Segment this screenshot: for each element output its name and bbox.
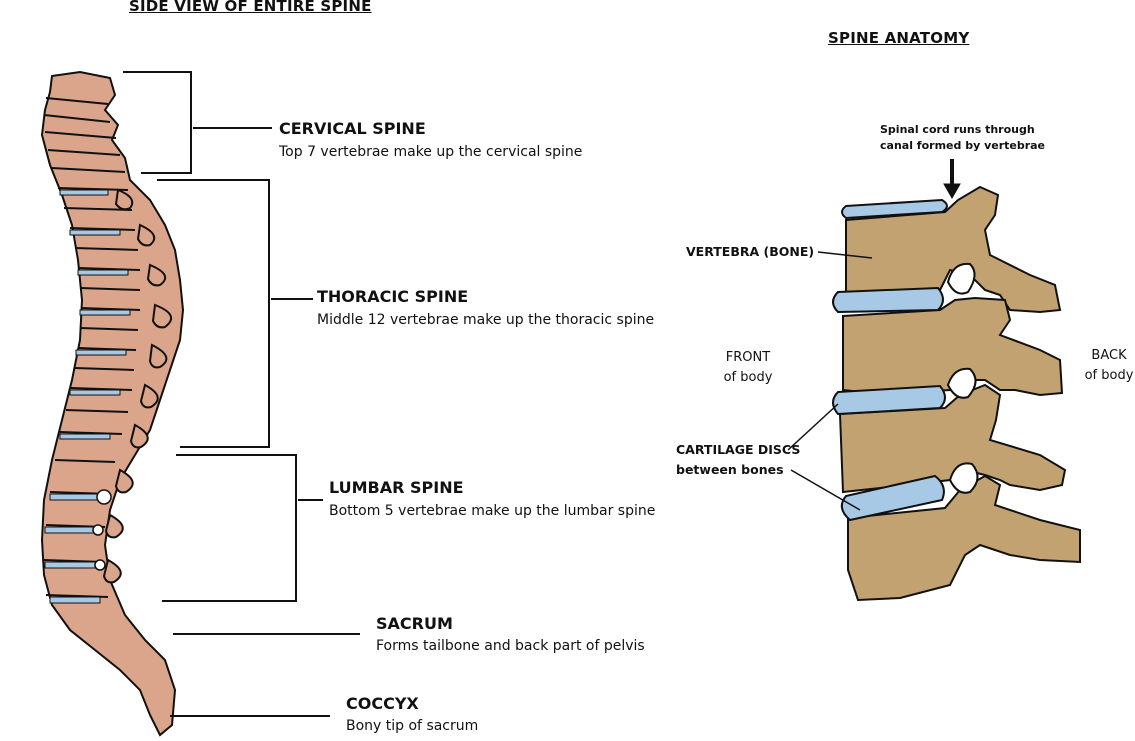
- coccyx-heading: COCCYX: [346, 694, 419, 713]
- cervical-spine-heading: CERVICAL SPINE: [279, 119, 426, 138]
- vertebra-4: [847, 474, 1081, 602]
- spine-anatomy-title: SPINE ANATOMY: [828, 29, 970, 47]
- side-view-title: SIDE VIEW OF ENTIRE SPINE: [129, 0, 372, 15]
- front-label-line1: FRONT: [725, 350, 771, 365]
- vertebra-1: [845, 185, 1062, 314]
- back-label-line2: of body: [1084, 368, 1134, 383]
- lumbar-spine-heading: LUMBAR SPINE: [329, 478, 464, 497]
- spine-processes: [102, 188, 173, 584]
- anatomy-pointers: [787, 251, 873, 511]
- spinal-cord-label-line1: Spinal cord runs through: [880, 123, 1035, 136]
- disc-2: [832, 286, 944, 314]
- spinal-cord-label-line2: canal formed by vertebrae: [880, 139, 1046, 152]
- disc-4: [840, 474, 945, 522]
- spinal-cord-arrow: [943, 159, 961, 200]
- thoracic-spine-desc: Middle 12 vertebrae make up the thoracic…: [317, 312, 655, 328]
- disc-1: [841, 198, 948, 220]
- anatomy-vertebrae: [838, 185, 1081, 602]
- lumbar-spine-desc: Bottom 5 vertebrae make up the lumbar sp…: [329, 503, 656, 519]
- anatomy-discs: [832, 198, 948, 522]
- anatomy-foramina: [946, 262, 979, 494]
- back-label-line1: BACK: [1091, 348, 1127, 363]
- cervical-spine-desc: Top 7 vertebrae make up the cervical spi…: [279, 144, 583, 160]
- cartilage-discs-label-line2: between bones: [676, 462, 784, 477]
- thoracic-spine-heading: THORACIC SPINE: [317, 287, 469, 306]
- section-brackets: [123, 71, 360, 717]
- coccyx-desc: Bony tip of sacrum: [346, 718, 479, 734]
- front-label-line2: of body: [723, 370, 773, 385]
- vertebra-label: VERTEBRA (BONE): [686, 244, 815, 259]
- disc-3: [832, 384, 946, 416]
- sacrum-heading: SACRUM: [376, 614, 453, 633]
- spine-foramina: [92, 489, 112, 571]
- sacrum-desc: Forms tailbone and back part of pelvis: [376, 638, 645, 654]
- cartilage-discs-label-line1: CARTILAGE DISCS: [676, 442, 801, 457]
- spine-discs: [44, 189, 131, 604]
